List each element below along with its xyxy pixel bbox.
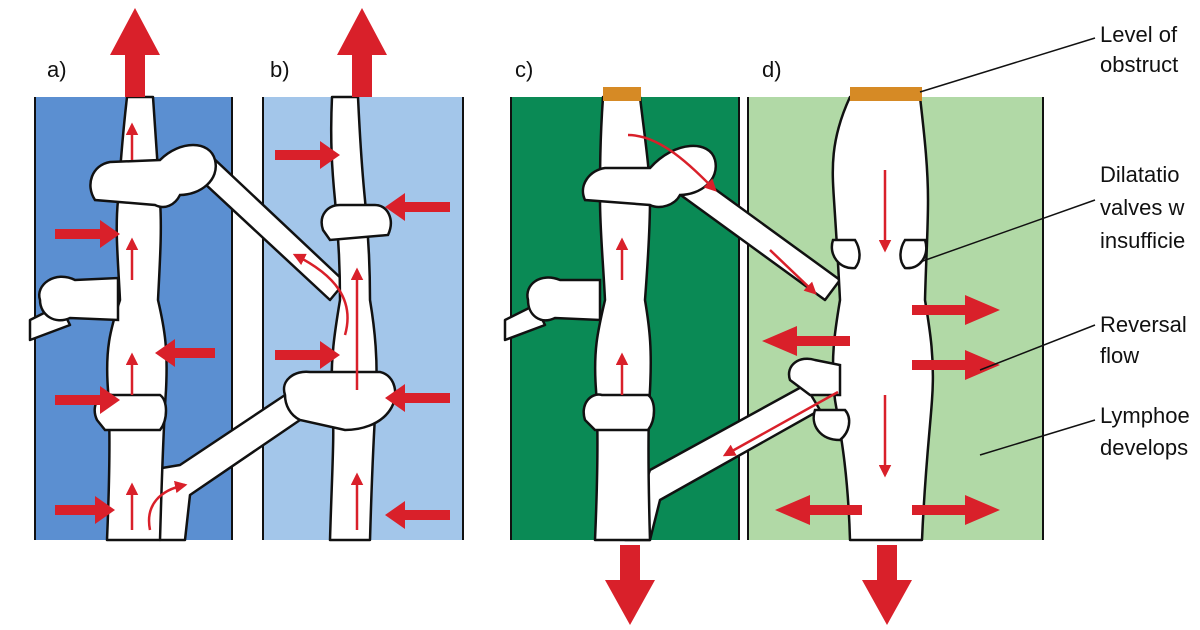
annotation-dilatation-line3: insufficie	[1100, 228, 1185, 253]
annotation-obstruction-line2: obstruct	[1100, 52, 1178, 77]
annotation-dilatation-line1: Dilatatio	[1100, 162, 1179, 187]
obstruction-c	[603, 87, 641, 101]
flow-arrows	[55, 8, 1000, 625]
panel-a-label: a)	[47, 57, 67, 82]
outflow-arrow-a	[110, 8, 160, 97]
outflow-arrow-b	[337, 8, 387, 97]
annotation-dilatation: Dilatatio valves w insufficie	[1100, 162, 1185, 253]
annotation-reversal-line2: flow	[1100, 343, 1139, 368]
annotation-reversal: Reversal flow	[1100, 312, 1187, 368]
annotation-reversal-line1: Reversal	[1100, 312, 1187, 337]
panel-c-label: c)	[515, 57, 533, 82]
annotation-obstruction-line1: Level of	[1100, 22, 1178, 47]
outflow-arrow-d	[862, 545, 912, 625]
annotation-leaders	[919, 37, 1096, 456]
panel-d-label: d)	[762, 57, 782, 82]
panel-ab-vessels	[28, 95, 397, 542]
annotation-lymphoedema: Lymphoe develops	[1100, 403, 1190, 460]
annotation-dilatation-line2: valves w	[1100, 195, 1184, 220]
panel-cd-vessels	[503, 95, 935, 542]
annotation-lymphoedema-line2: develops	[1100, 435, 1188, 460]
annotation-obstruction: Level of obstruct	[1100, 22, 1178, 77]
thin-flow-arrows	[125, 122, 892, 531]
panel-b-label: b)	[270, 57, 290, 82]
obstruction-d	[850, 87, 922, 101]
annotation-lymphoedema-line1: Lymphoe	[1100, 403, 1190, 428]
outflow-arrow-c	[605, 545, 655, 625]
